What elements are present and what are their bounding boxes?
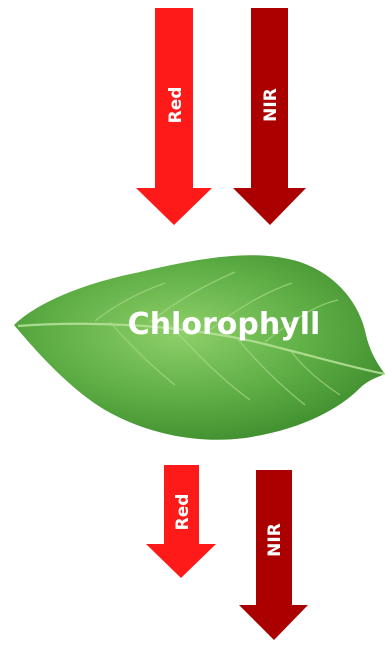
outgoing-red-arrow-label: Red (173, 494, 193, 531)
incoming-red-arrow: Red (136, 8, 212, 225)
outgoing-nir-arrow: NIR (239, 470, 308, 640)
leaf: Chlorophyll (14, 255, 385, 439)
incoming-nir-arrow-label: NIR (261, 88, 281, 122)
incoming-red-arrow-label: Red (166, 87, 186, 124)
outgoing-red-arrow: Red (146, 465, 216, 578)
leaf-blade (14, 255, 385, 439)
leaf-label-chlorophyll: Chlorophyll (128, 307, 321, 342)
outgoing-nir-arrow-label: NIR (265, 523, 285, 557)
incoming-nir-arrow: NIR (233, 8, 306, 225)
